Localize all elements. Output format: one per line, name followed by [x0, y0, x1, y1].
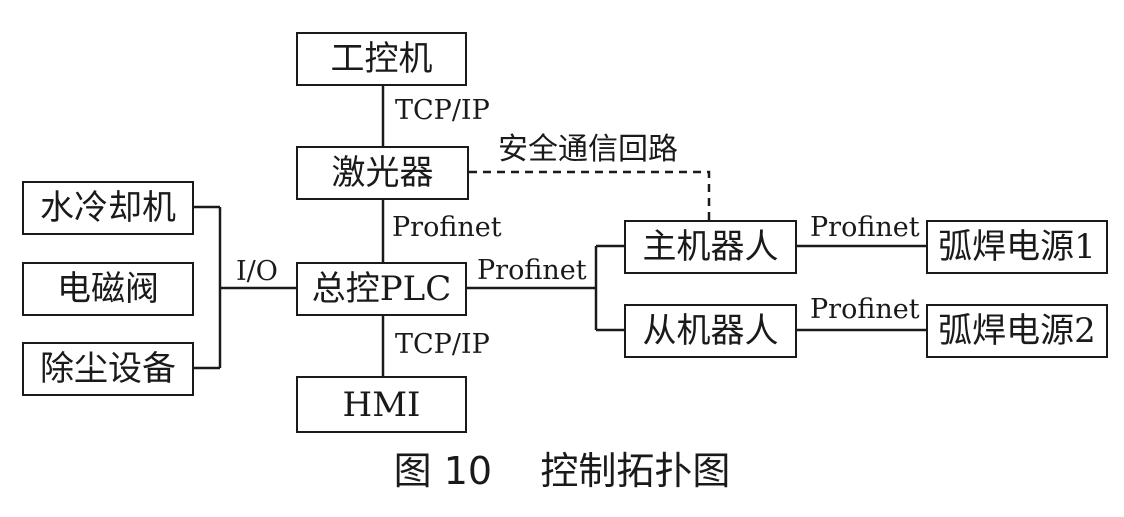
node-arc-power-2: 弧焊电源2 [926, 304, 1108, 358]
node-laser: 激光器 [296, 146, 469, 200]
node-industrial-pc: 工控机 [296, 32, 467, 86]
node-slave-robot: 从机器人 [624, 304, 797, 358]
label-pc-laser: TCP/IP [395, 95, 490, 126]
figure-title: 控制拓扑图 [540, 449, 731, 493]
node-arc-power-1: 弧焊电源1 [926, 220, 1108, 274]
figure-number: 图 10 [393, 449, 493, 493]
figure-caption: 图 10 控制拓扑图 [0, 452, 1124, 490]
label-slave-power: Profinet [810, 294, 920, 325]
node-solenoid-valve: 电磁阀 [22, 262, 194, 316]
node-master-plc: 总控PLC [296, 262, 467, 316]
label-master-power: Profinet [810, 212, 920, 243]
label-io: I/O [236, 256, 278, 287]
safety-loop-line [469, 170, 711, 222]
label-plc-hmi: TCP/IP [395, 329, 490, 360]
label-plc-robots: Profinet [477, 255, 587, 286]
label-laser-plc: Profinet [392, 212, 502, 243]
node-dust-removal: 除尘设备 [22, 342, 194, 396]
node-water-chiller: 水冷却机 [22, 181, 194, 235]
node-hmi: HMI [296, 376, 467, 433]
node-master-robot: 主机器人 [624, 220, 797, 274]
label-safety-loop: 安全通信回路 [498, 132, 678, 167]
